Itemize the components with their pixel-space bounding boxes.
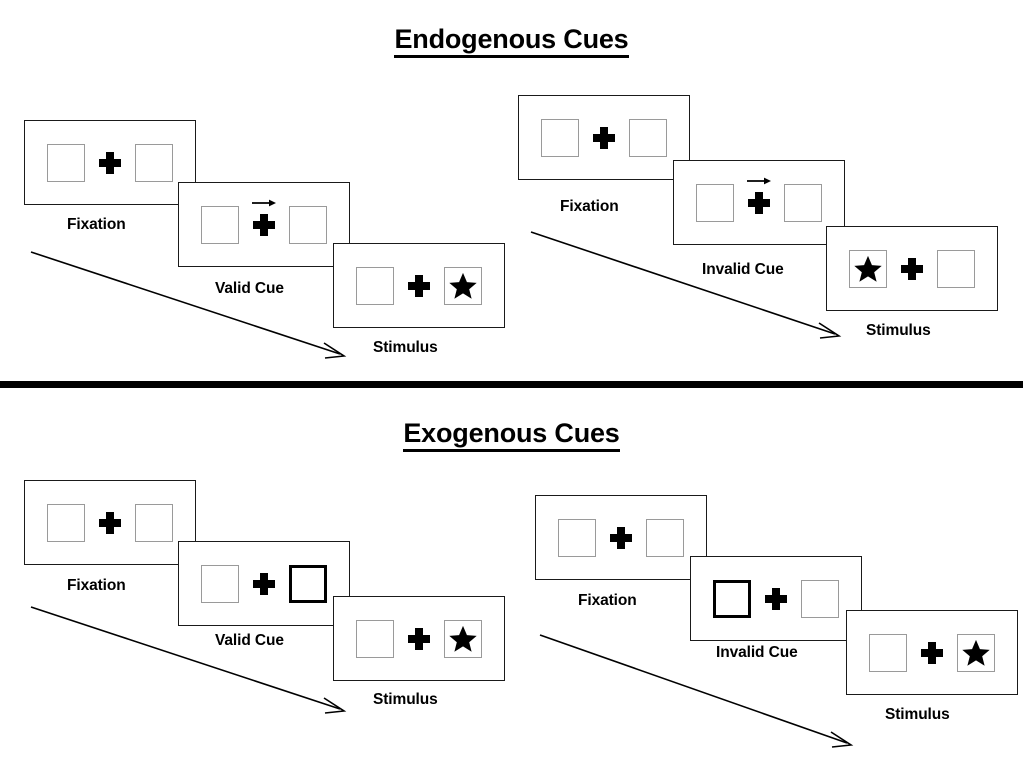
- frame-exogenous-valid-stimulus[interactable]: [333, 596, 505, 681]
- frame-endogenous-valid-cue[interactable]: [178, 182, 350, 267]
- star-target-icon: [854, 255, 882, 282]
- fixation-cross-icon: [408, 627, 430, 650]
- caption-exogenous-valid-cue: Valid Cue: [215, 632, 284, 649]
- fixation-cross-icon: [408, 274, 430, 297]
- right-box: [957, 633, 995, 672]
- section-endogenous: Endogenous Cues Fixation Valid Cue: [0, 24, 1023, 359]
- right-box: [937, 249, 975, 288]
- left-box: [558, 518, 596, 557]
- star-target-icon: [449, 272, 477, 299]
- caption-exogenous-invalid-stimulus: Stimulus: [885, 706, 950, 723]
- frame-content: [47, 503, 173, 542]
- right-box-cued: [289, 564, 327, 603]
- frame-content: [558, 518, 684, 557]
- right-box: [289, 205, 327, 244]
- right-box: [135, 143, 173, 182]
- left-box-cued: [713, 579, 751, 618]
- left-box: [47, 143, 85, 182]
- frame-content: [356, 619, 482, 658]
- caption-endogenous-valid-fixation: Fixation: [67, 216, 126, 233]
- frame-endogenous-valid-stimulus[interactable]: [333, 243, 505, 328]
- endogenous-section-title: Endogenous Cues: [0, 24, 1023, 58]
- fixation-cross-icon: [99, 511, 121, 534]
- frame-exogenous-valid-cue[interactable]: [178, 541, 350, 626]
- caption-endogenous-invalid-fixation: Fixation: [560, 198, 619, 215]
- left-box: [201, 564, 239, 603]
- caption-endogenous-invalid-cue: Invalid Cue: [702, 261, 784, 278]
- frame-content: [201, 564, 327, 603]
- left-box: [696, 183, 734, 222]
- flow-arrow-exogenous-valid: [30, 606, 347, 714]
- right-box: [784, 183, 822, 222]
- frame-exogenous-valid-fixation[interactable]: [24, 480, 196, 565]
- frame-content: [201, 199, 327, 244]
- left-box: [541, 118, 579, 157]
- right-arrow-cue-icon: [747, 177, 771, 184]
- left-box: [849, 249, 887, 288]
- frame-endogenous-valid-fixation[interactable]: [24, 120, 196, 205]
- right-box: [801, 579, 839, 618]
- frame-content: [849, 249, 975, 288]
- fixation-cross-icon: [747, 177, 771, 214]
- frame-exogenous-invalid-stimulus[interactable]: [846, 610, 1018, 695]
- left-box: [869, 633, 907, 672]
- caption-exogenous-valid-fixation: Fixation: [67, 577, 126, 594]
- flow-arrow-exogenous-invalid: [539, 634, 854, 748]
- frame-endogenous-invalid-stimulus[interactable]: [826, 226, 998, 311]
- fixation-cross-icon: [765, 587, 787, 610]
- right-box: [135, 503, 173, 542]
- frame-content: [541, 118, 667, 157]
- caption-exogenous-valid-stimulus: Stimulus: [373, 691, 438, 708]
- fixation-cross-icon: [901, 257, 923, 280]
- right-box: [629, 118, 667, 157]
- star-target-icon: [962, 639, 990, 666]
- fixation-cross-icon: [610, 526, 632, 549]
- frame-endogenous-invalid-fixation[interactable]: [518, 95, 690, 180]
- fixation-cross-icon: [252, 199, 276, 236]
- section-divider: [0, 381, 1023, 388]
- flow-arrow-endogenous-valid: [30, 251, 347, 359]
- left-box: [47, 503, 85, 542]
- caption-endogenous-invalid-stimulus: Stimulus: [866, 322, 931, 339]
- right-box: [444, 619, 482, 658]
- fixation-cross-icon: [99, 151, 121, 174]
- frame-content: [47, 143, 173, 182]
- fixation-cross-icon: [593, 126, 615, 149]
- frame-content: [869, 633, 995, 672]
- star-target-icon: [449, 625, 477, 652]
- fixation-cross-icon: [253, 572, 275, 595]
- fixation-cross-icon: [921, 641, 943, 664]
- endogenous-title-text: Endogenous Cues: [394, 24, 629, 58]
- frame-exogenous-invalid-cue[interactable]: [690, 556, 862, 641]
- caption-exogenous-invalid-cue: Invalid Cue: [716, 644, 798, 661]
- left-box: [356, 619, 394, 658]
- caption-endogenous-valid-stimulus: Stimulus: [373, 339, 438, 356]
- frame-exogenous-invalid-fixation[interactable]: [535, 495, 707, 580]
- frame-content: [713, 579, 839, 618]
- caption-exogenous-invalid-fixation: Fixation: [578, 592, 637, 609]
- frame-content: [696, 177, 822, 222]
- left-box: [201, 205, 239, 244]
- right-box: [444, 266, 482, 305]
- right-box: [646, 518, 684, 557]
- exogenous-title-text: Exogenous Cues: [403, 418, 620, 452]
- section-exogenous: Exogenous Cues Fixation Valid Cue: [0, 388, 1023, 767]
- caption-endogenous-valid-cue: Valid Cue: [215, 280, 284, 297]
- flow-arrow-endogenous-invalid: [530, 231, 842, 339]
- frame-endogenous-invalid-cue[interactable]: [673, 160, 845, 245]
- left-box: [356, 266, 394, 305]
- exogenous-section-title: Exogenous Cues: [0, 418, 1023, 452]
- right-arrow-cue-icon: [252, 199, 276, 206]
- frame-content: [356, 266, 482, 305]
